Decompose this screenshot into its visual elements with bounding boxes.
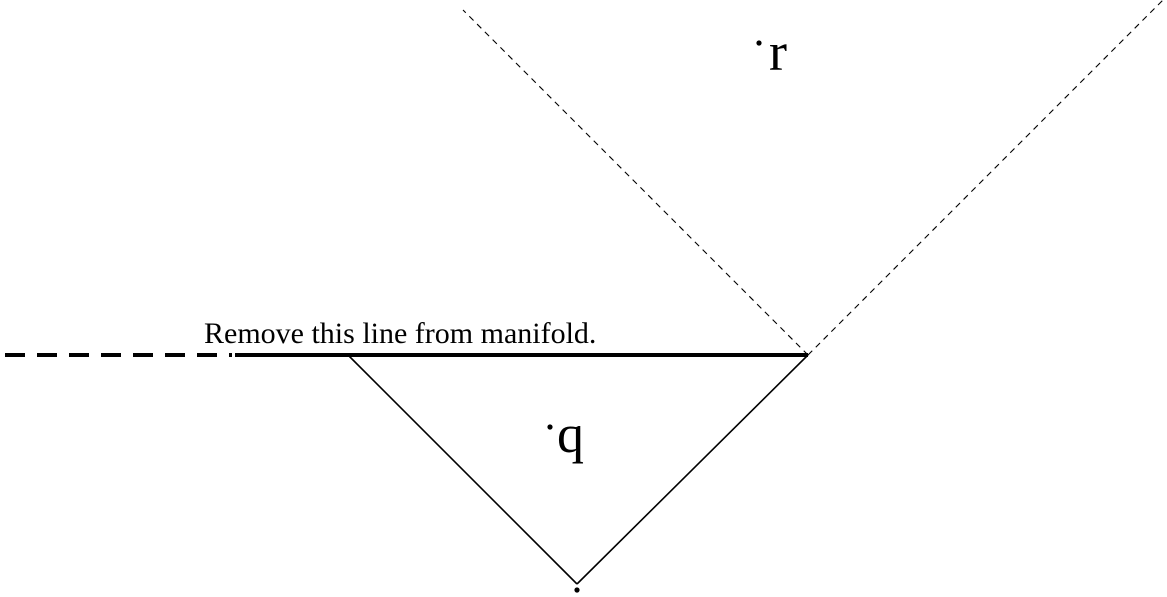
point-q-dot	[547, 424, 553, 430]
point-q-label: q	[557, 404, 584, 464]
point-r-label: r	[769, 22, 787, 82]
removed-line-caption: Remove this line from manifold.	[204, 317, 596, 350]
null-line-upper-right	[807, 0, 1164, 356]
triangle-left-edge	[347, 354, 578, 585]
bottom-vertex-point	[574, 587, 580, 593]
triangle-right-edge	[576, 354, 809, 585]
null-line-upper-left	[462, 9, 809, 356]
point-r-dot	[756, 40, 762, 46]
